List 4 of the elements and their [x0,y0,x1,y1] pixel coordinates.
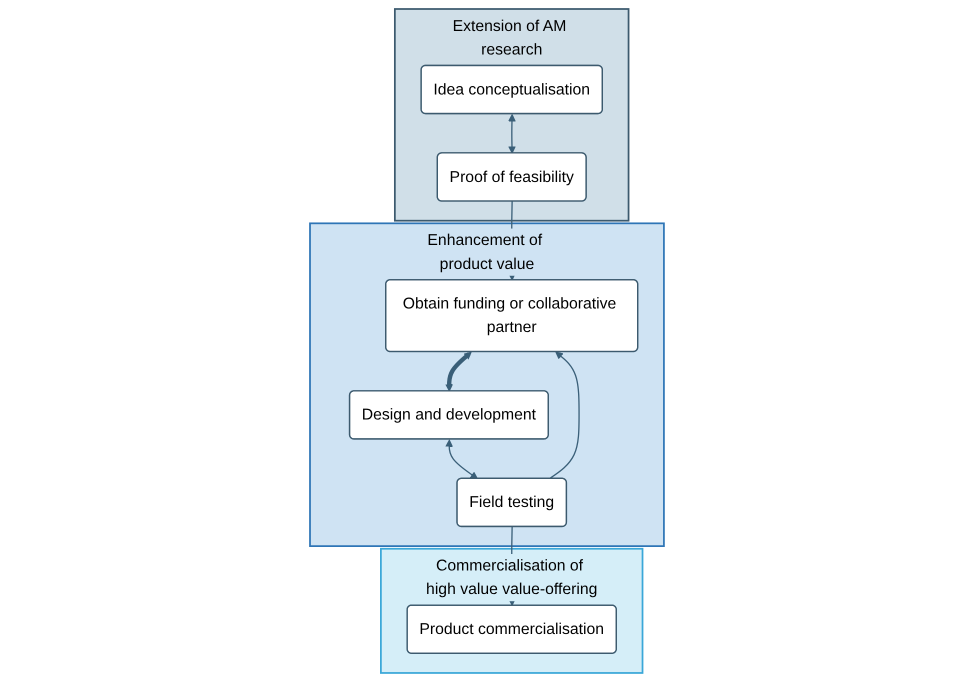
arrow [445,352,472,392]
arrow [548,352,580,480]
arrow [508,114,516,154]
arrow [445,439,478,480]
